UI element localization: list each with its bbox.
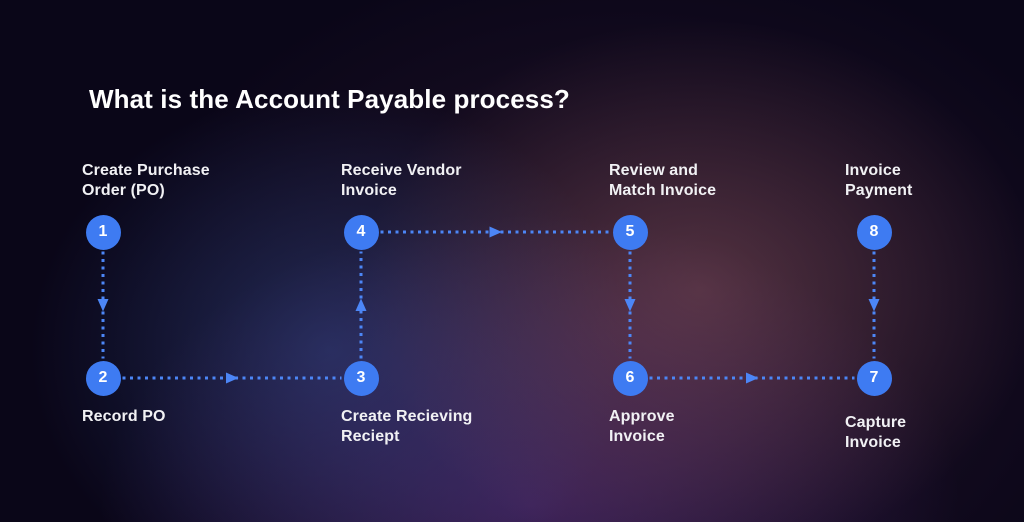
arrowhead-down-icon [97,299,109,312]
step-3-number: 3 [356,369,366,386]
step-8-number: 8 [869,223,879,240]
step-1-number: 1 [98,223,108,240]
arrowhead-up-icon [355,298,367,311]
arrowhead-down-icon [868,299,880,312]
page-title: What is the Account Payable process? [89,84,570,114]
arrowhead-down-icon [624,299,636,312]
step-4-number: 4 [356,223,366,240]
step-8-label: Invoice Payment [845,162,913,199]
step-4-label: Receive Vendor Invoice [341,162,462,199]
step-2-circle: 2 [85,360,121,396]
step-8-circle: 8 [856,214,892,250]
step-5-number: 5 [625,223,635,240]
step-5-label: Review and Match Invoice [609,162,717,199]
step-3-label: Create Recieving Reciept [341,408,473,445]
arrowhead-right-icon [226,372,239,384]
step-7-number: 7 [869,369,879,386]
step-1-label: Create Purchase Order (PO) [82,162,210,199]
step-4-circle: 4 [343,214,379,250]
step-6-label: Approve Invoice [609,408,675,445]
step-3-circle: 3 [343,360,379,396]
arrowhead-right-icon [746,372,759,384]
step-6-circle: 6 [612,360,648,396]
arrowhead-right-icon [489,226,502,238]
step-2-label: Record PO [82,408,166,425]
step-5-circle: 5 [612,214,648,250]
step-7-circle: 7 [856,360,892,396]
step-2-number: 2 [98,369,108,386]
step-1-circle: 1 [85,214,121,250]
step-7-label: Capture Invoice [845,414,907,451]
step-6-number: 6 [625,369,635,386]
